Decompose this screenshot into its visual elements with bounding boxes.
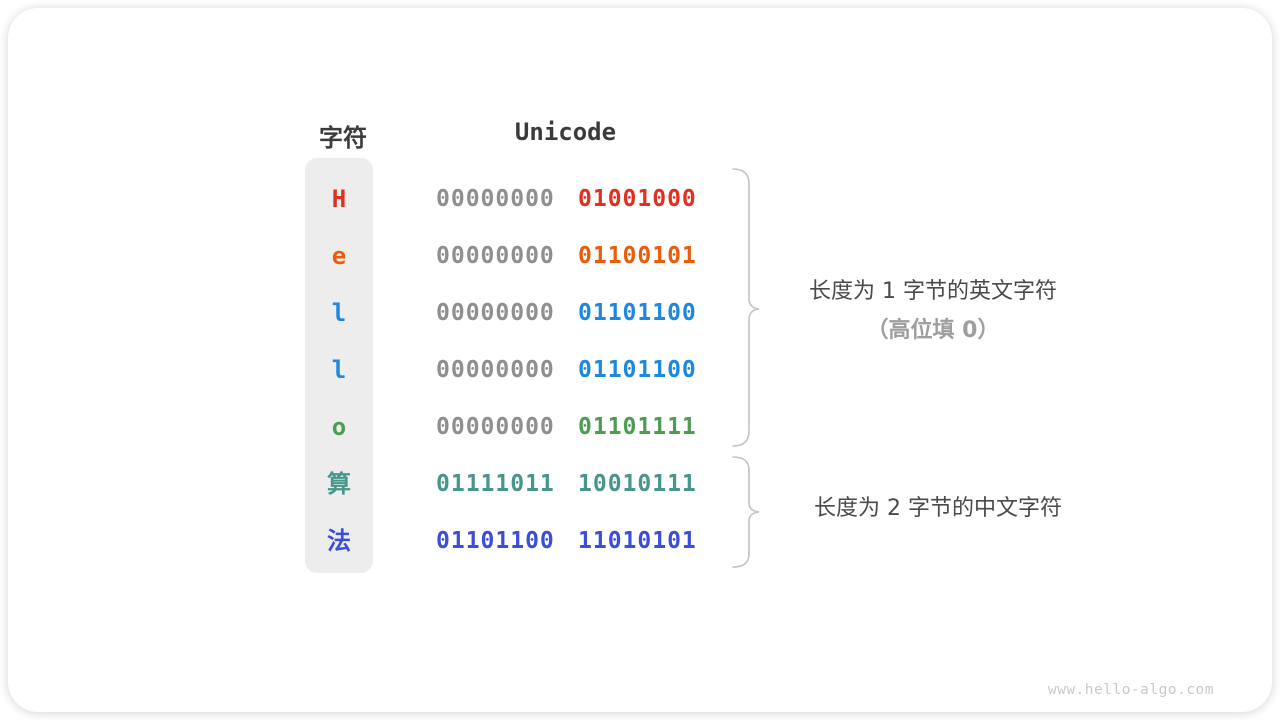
unicode-byte-high: 00000000 <box>436 186 555 212</box>
column-header-unicode: Unicode <box>514 118 617 146</box>
character-cell: o <box>331 413 347 441</box>
encoding-row: H 00000000 01001000 <box>8 184 1272 214</box>
unicode-byte-high: 01111011 <box>436 471 555 497</box>
unicode-byte-low: 01100101 <box>578 243 697 269</box>
unicode-byte-high: 00000000 <box>436 243 555 269</box>
watermark: www.hello-algo.com <box>1047 682 1214 698</box>
unicode-byte-low: 01101100 <box>578 300 697 326</box>
annotation-english-line1: 长度为 1 字节的英文字符 <box>809 279 1057 304</box>
encoding-row: o 00000000 01101111 <box>8 412 1272 442</box>
unicode-byte-high: 00000000 <box>436 414 555 440</box>
annotation-chinese-chars: 长度为 2 字节的中文字符 <box>814 496 1062 521</box>
unicode-byte-low: 01001000 <box>578 186 697 212</box>
group-braces <box>732 168 760 568</box>
character-cell: l <box>331 299 347 327</box>
unicode-byte-high: 01101100 <box>436 528 555 554</box>
column-header-char: 字符 <box>319 124 367 152</box>
character-column-background <box>305 158 373 573</box>
character-cell: e <box>331 242 347 270</box>
encoding-row: l 00000000 01101100 <box>8 298 1272 328</box>
unicode-byte-low: 01101100 <box>578 357 697 383</box>
encoding-row: l 00000000 01101100 <box>8 355 1272 385</box>
brace-english-group-icon <box>732 168 760 447</box>
encoding-row: 法 01101100 11010101 <box>8 526 1272 556</box>
annotation-english-line2: （高位填 0） <box>866 318 1000 343</box>
unicode-byte-high: 00000000 <box>436 357 555 383</box>
brace-chinese-group-icon <box>732 456 760 568</box>
character-cell: l <box>331 356 347 384</box>
unicode-byte-high: 00000000 <box>436 300 555 326</box>
encoding-row: e 00000000 01100101 <box>8 241 1272 271</box>
unicode-byte-low: 10010111 <box>578 471 697 497</box>
character-cell: 法 <box>327 527 351 555</box>
character-cell: 算 <box>327 470 351 498</box>
character-cell: H <box>331 185 347 213</box>
unicode-byte-low: 11010101 <box>578 528 697 554</box>
encoding-row: 算 01111011 10010111 <box>8 469 1272 499</box>
unicode-byte-low: 01101111 <box>578 414 697 440</box>
diagram-card: 字符 Unicode H 00000000 01001000 e 00000000 011… <box>8 8 1272 712</box>
annotation-english-chars: 长度为 1 字节的英文字符 （高位填 0） <box>773 272 1093 350</box>
